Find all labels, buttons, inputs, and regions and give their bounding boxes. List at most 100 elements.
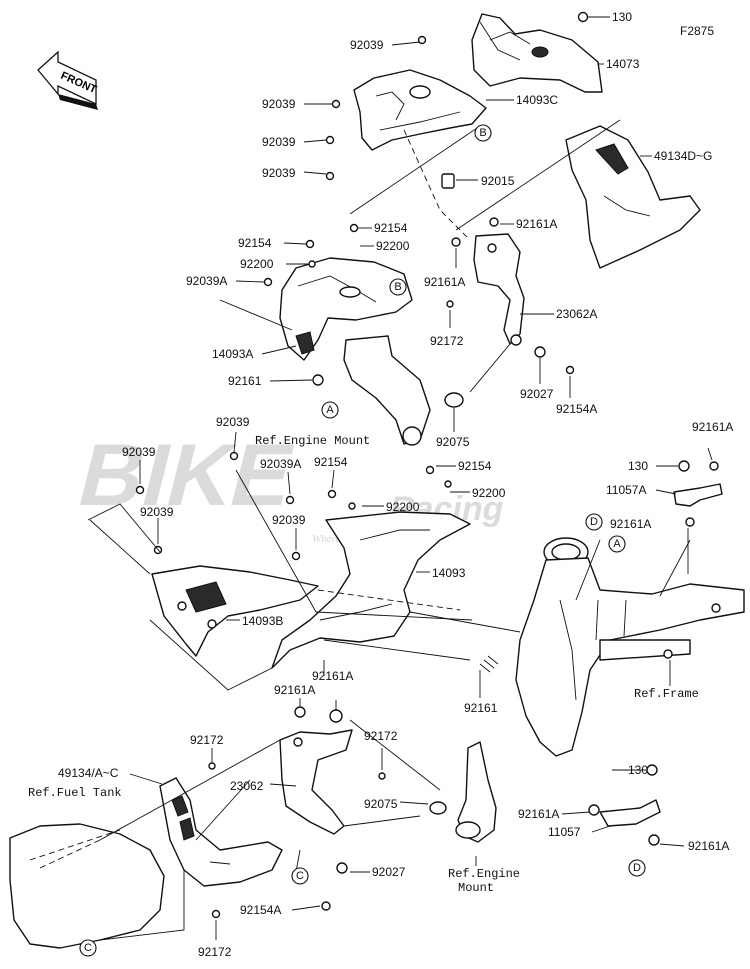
- ref-engine-mount-lower: [429, 741, 497, 843]
- label-92154: 92154: [374, 221, 408, 235]
- part-14093c: [353, 69, 487, 151]
- part-23062a: [473, 233, 525, 346]
- label-92161a: 92161A: [274, 683, 315, 697]
- label-14093b: 14093B: [242, 614, 283, 628]
- svg-text:A: A: [613, 538, 621, 550]
- callout-a-left: A: [321, 401, 339, 419]
- label-mount: Mount: [458, 881, 494, 895]
- clip-icon: [325, 171, 335, 181]
- part-14093: [271, 511, 471, 669]
- label-92161a: 92161A: [692, 420, 733, 434]
- label-92075: 92075: [436, 435, 470, 449]
- bolt-icon: [305, 239, 315, 249]
- label-130: 130: [628, 459, 648, 473]
- ref-frame: [515, 537, 745, 757]
- part-11057a: [673, 483, 723, 507]
- label-92015: 92015: [481, 174, 515, 188]
- grommet-icon: [451, 237, 461, 247]
- label-14093: 14093: [432, 566, 466, 580]
- ref-fuel-tank: [9, 823, 165, 949]
- label-92039a: 92039A: [260, 457, 301, 471]
- label-11057: 11057: [548, 825, 581, 839]
- clip-icon: [135, 485, 145, 495]
- label-49134dg: 49134D~G: [654, 149, 712, 163]
- svg-text:B: B: [394, 281, 401, 293]
- label-92161a: 92161A: [424, 275, 465, 289]
- grommet-icon: [709, 461, 719, 471]
- clip-icon: [417, 35, 427, 45]
- figure-code: F2875: [680, 24, 714, 38]
- clip-icon: [291, 551, 301, 561]
- part-11057: [588, 799, 661, 846]
- label-92039: 92039: [262, 166, 296, 180]
- callout-c-middle: C: [291, 867, 309, 885]
- label-92039: 92039: [272, 513, 306, 527]
- grommet-icon: [312, 374, 324, 386]
- clip-icon: [229, 451, 239, 461]
- label-92200: 92200: [386, 500, 420, 514]
- label-92154a: 92154A: [556, 402, 597, 416]
- label-23062: 23062: [230, 779, 264, 793]
- label-92039: 92039: [262, 97, 296, 111]
- fastener-icons: [135, 11, 719, 919]
- bolt-icon: [565, 365, 575, 375]
- bolt-icon: [577, 11, 589, 23]
- watermark-brand: BIKE: [69, 425, 304, 523]
- clip-icon: [325, 135, 335, 145]
- bolt-icon: [208, 762, 216, 770]
- part-14093b: [151, 565, 319, 657]
- label-92154: 92154: [314, 455, 348, 469]
- label-49134ac: 49134/A~C: [58, 766, 119, 780]
- watermark: BIKE Racing Where Champions Are Made: [69, 425, 503, 545]
- callout-d-lower: D: [628, 859, 646, 877]
- label-92161a: 92161A: [518, 807, 559, 821]
- label-130: 130: [628, 763, 648, 777]
- label-92075: 92075: [364, 797, 398, 811]
- clip-icon: [285, 495, 295, 505]
- washer-icon: [534, 346, 546, 358]
- svg-text:C: C: [296, 870, 304, 882]
- label-14073: 14073: [606, 57, 640, 71]
- label-92161a: 92161A: [312, 669, 353, 683]
- label-92039: 92039: [122, 445, 156, 459]
- svg-text:D: D: [590, 516, 598, 528]
- label-14093a: 14093A: [212, 347, 253, 361]
- svg-text:C: C: [84, 942, 92, 954]
- part-49134dg: [565, 125, 701, 269]
- label-92161a: 92161A: [610, 517, 651, 531]
- label-92161: 92161: [228, 374, 262, 388]
- label-ref-engine-mount: Ref.Engine Mount: [255, 434, 370, 448]
- bolt-icon: [646, 764, 658, 776]
- label-92172: 92172: [198, 945, 232, 959]
- label-92039: 92039: [262, 135, 296, 149]
- bolt-icon: [321, 901, 331, 911]
- label-130: 130: [612, 10, 632, 24]
- label-92161a: 92161A: [516, 217, 557, 231]
- clip-icon: [263, 277, 273, 287]
- callout-b-upper: B: [474, 124, 492, 142]
- svg-text:B: B: [479, 127, 486, 139]
- label-92039: 92039: [350, 38, 384, 52]
- bolt-icon: [425, 465, 435, 475]
- washer-icon: [308, 260, 316, 268]
- label-92039: 92039: [140, 505, 174, 519]
- part-labels: 130 14073 92039 14093C 92039 92039 92039…: [28, 10, 733, 959]
- svg-text:D: D: [633, 862, 641, 874]
- grommet-icon: [294, 706, 306, 718]
- label-11057a: 11057A: [606, 483, 646, 497]
- callout-b-middle: B: [389, 278, 407, 296]
- callout-a-frame: A: [608, 535, 626, 553]
- label-ref-engine: Ref.Engine: [448, 867, 520, 881]
- bolt-icon: [211, 909, 221, 919]
- washer-icon: [348, 502, 356, 510]
- label-92200: 92200: [376, 239, 410, 253]
- spring-clip-icon: [479, 655, 499, 673]
- washer-icon: [336, 862, 348, 874]
- bolt-icon: [378, 772, 386, 780]
- bolt-icon: [327, 489, 337, 499]
- grommet-icon: [685, 517, 695, 527]
- label-92200: 92200: [472, 486, 506, 500]
- label-92027: 92027: [372, 865, 406, 879]
- label-92172: 92172: [190, 733, 224, 747]
